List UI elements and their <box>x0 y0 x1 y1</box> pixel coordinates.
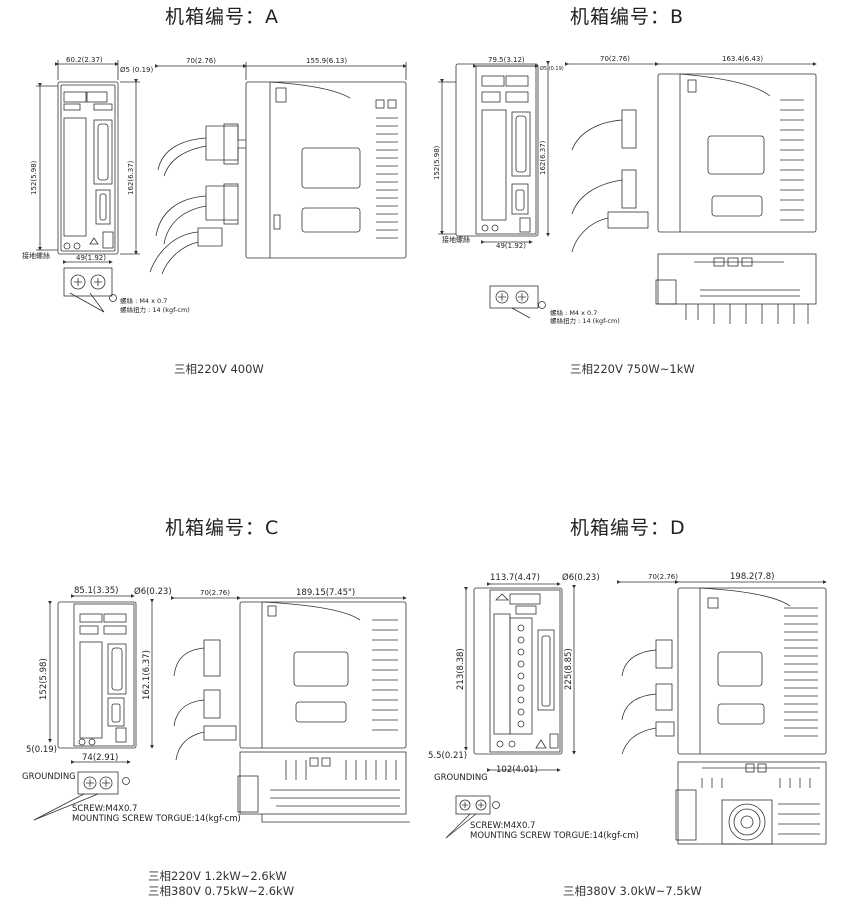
dim-height-outer: 152(5.98) <box>39 658 49 700</box>
dim-depth-front: 70(2.76) <box>600 55 630 63</box>
dim-height-inner: 162.1(6.37) <box>142 650 152 700</box>
panel-a-drawing: 60.2(2.37) Ø5 (0.19) 152(5.98) 162(6.37)… <box>22 56 407 314</box>
caption-line: 三相220V 1.2kW~2.6kW <box>148 869 287 883</box>
dim-side: 5(0.19) <box>26 745 57 755</box>
screw-torque: 螺絲扭力 : 14 (kgf-cm) <box>120 305 190 314</box>
dim-bottom: 49(1.92) <box>76 254 106 262</box>
panel-d-drawing: 113.7(4.47) Ø6(0.23) 213(8.38) 225(8.85)… <box>428 572 827 845</box>
caption-line: 三相380V 3.0kW~7.5kW <box>563 884 702 898</box>
dim-hole: Ø5 (0.19) <box>540 65 564 72</box>
dim-depth-front: 70(2.76) <box>200 589 230 597</box>
dim-bottom: 74(2.91) <box>82 753 118 763</box>
dim-depth: 163.4(6.43) <box>722 55 763 63</box>
dim-width: 79.5(3.12) <box>488 56 525 64</box>
dim-bottom: 102(4.01) <box>496 765 538 775</box>
dim-hole: Ø6(0.23) <box>134 586 172 597</box>
ground-screw-label: GROUNDING <box>434 773 488 783</box>
dim-height-inner: 162(6.37) <box>539 140 547 175</box>
caption-line: 三相220V 750W~1kW <box>570 362 695 376</box>
side-view-drive: 70(2.76) 189.15(7.45") <box>170 588 410 823</box>
front-view-drive <box>455 63 539 237</box>
ground-screw-label: 接地螺絲 <box>22 251 50 260</box>
dim-side: 5.5(0.21) <box>428 751 467 761</box>
screw-spec: 螺絲 : M4 x 0.7 <box>120 296 167 305</box>
panel-b-caption: 三相220V 750W~1kW <box>570 362 695 377</box>
dim-width: 85.1(3.35) <box>74 586 118 596</box>
panel-c-caption: 三相220V 1.2kW~2.6kW 三相380V 0.75kW~2.6kW <box>148 869 294 899</box>
caption-line: 三相220V 400W <box>174 362 264 376</box>
panel-b-drawing: 79.5(3.12) Ø5 (0.19) 152(5.98) 162(6.37)… <box>433 55 817 325</box>
dim-hole: Ø5 (0.19) <box>120 66 154 74</box>
panel-c-title: 机箱编号：C <box>165 517 280 539</box>
ground-terminal-detail <box>489 285 546 319</box>
dim-height-inner: 225(8.85) <box>564 648 574 690</box>
dim-depth-front: 70(2.76) <box>186 57 216 65</box>
panel-d-title: 机箱编号：D <box>570 517 686 539</box>
dim-depth-front: 70(2.76) <box>648 573 678 581</box>
screw-torque: 螺絲扭力 : 14 (kgf-cm) <box>550 316 620 325</box>
side-view-drive: 70(2.76) 155.9(6.13) <box>149 57 407 275</box>
dim-depth: 155.9(6.13) <box>306 57 347 65</box>
panel-a-caption: 三相220V 400W <box>174 362 264 377</box>
panel-b-title: 机箱编号：B <box>570 6 685 28</box>
dim-height-outer: 213(8.38) <box>456 648 466 690</box>
screw-torque: MOUNTING SCREW TORGUE:14(kgf-cm) <box>470 831 639 841</box>
panel-d-caption: 三相380V 3.0kW~7.5kW <box>563 884 702 899</box>
front-view-drive <box>473 587 563 755</box>
dim-height-outer: 152(5.98) <box>30 160 38 195</box>
dim-bottom: 49(1.92) <box>496 242 526 250</box>
ground-terminal-detail <box>63 267 117 313</box>
screw-spec: SCREW:M4X0.7 <box>72 804 137 814</box>
dim-depth: 189.15(7.45") <box>296 588 355 598</box>
ground-terminal-detail <box>445 795 500 839</box>
side-view-drive: 70(2.76) 163.4(6.43) <box>564 55 817 324</box>
front-view-drive <box>57 601 137 749</box>
dim-width: 113.7(4.47) <box>490 573 540 583</box>
dim-height-outer: 152(5.98) <box>433 145 441 180</box>
front-view-drive <box>57 81 119 255</box>
ground-screw-label: GROUNDING <box>22 772 76 782</box>
caption-line: 三相380V 0.75kW~2.6kW <box>148 884 295 898</box>
dim-height-inner: 162(6.37) <box>127 160 135 195</box>
screw-torque: MOUNTING SCREW TORGUE:14(kgf-cm) <box>72 814 241 824</box>
screw-spec: SCREW:M4X0.7 <box>470 821 535 831</box>
ground-terminal-detail <box>33 771 130 821</box>
screw-spec: 螺絲 : M4 x 0.7 <box>550 308 597 317</box>
ground-screw-label: 接地螺絲 <box>442 235 470 244</box>
dim-hole: Ø6(0.23) <box>562 572 600 583</box>
dim-depth: 198.2(7.8) <box>730 572 774 582</box>
panel-c-drawing: 85.1(3.35) Ø6(0.23) 152(5.98) 162.1(6.37… <box>22 586 410 824</box>
panel-a-title: 机箱编号：A <box>165 6 279 28</box>
dim-width: 60.2(2.37) <box>66 56 103 64</box>
side-view-drive: 70(2.76) 198.2(7.8) <box>616 572 827 845</box>
